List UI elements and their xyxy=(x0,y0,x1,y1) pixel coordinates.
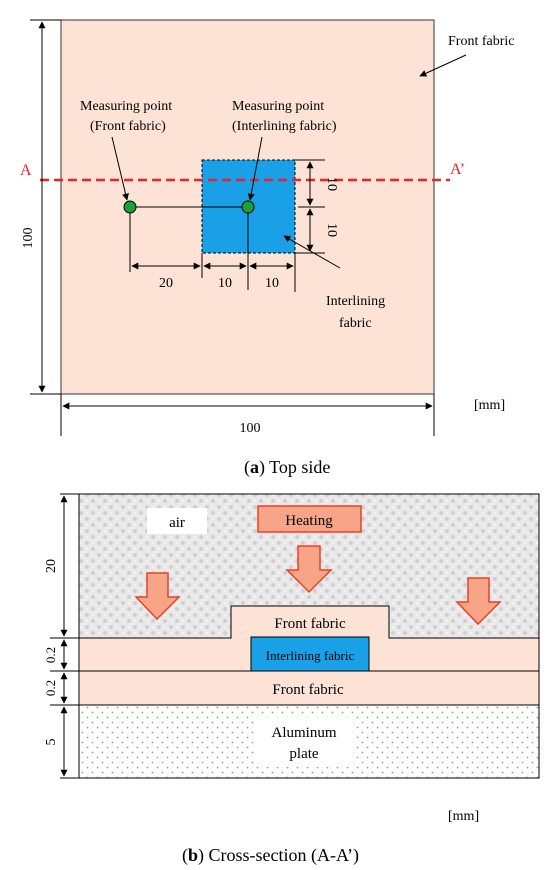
mp-front-label-1: Measuring point xyxy=(80,99,172,114)
measuring-point-interlining xyxy=(241,200,255,214)
front-fabric-lower-label: Front fabric xyxy=(272,682,344,698)
aluminum-label-box xyxy=(255,717,353,767)
front-fabric-upper-label: Front fabric xyxy=(274,616,346,632)
caption-b: (b) Cross-section (A-A’) xyxy=(182,845,359,866)
mp-inter-pointer xyxy=(247,136,263,201)
interlining-pointer xyxy=(283,235,341,269)
dim-10-lower-label: 10 xyxy=(324,223,339,237)
dim-10-right-label: 10 xyxy=(265,276,279,291)
front-fabric-lower-layer xyxy=(78,670,540,706)
mp-inter-label-1: Measuring point xyxy=(232,99,324,114)
heat-arrow-right xyxy=(455,577,502,626)
section-label-a: A xyxy=(20,162,32,179)
interlining-fabric-layer xyxy=(250,636,370,672)
section-label-a-prime: A’ xyxy=(450,161,465,178)
interlining-label-1: Interlining xyxy=(326,294,385,309)
cs-unit-label: [mm] xyxy=(448,809,479,824)
mp-front-label-2: (Front fabric) xyxy=(90,119,166,134)
dim-cs-5-label: 5 xyxy=(44,739,59,746)
dim-20-label: 20 xyxy=(159,276,173,291)
measuring-point-front xyxy=(123,200,137,214)
dim-10-left-label: 10 xyxy=(218,276,232,291)
interlining-label-2: fabric xyxy=(339,316,372,331)
caption-a: (a) Top side xyxy=(244,457,330,478)
aluminum-label-2: plate xyxy=(289,746,318,762)
dim-cs-02-lower-label: 0.2 xyxy=(43,680,58,696)
top-view-panel: A A’ Measuring point (Front fabric) Meas… xyxy=(20,19,514,478)
mp-inter-label-2: (Interlining fabric) xyxy=(232,119,337,134)
dim-height-label: 100 xyxy=(21,228,36,249)
dim-cs-02-upper-label: 0.2 xyxy=(43,647,58,663)
heat-arrow-left xyxy=(134,572,181,621)
heat-arrow-center xyxy=(285,545,333,594)
mp-front-pointer xyxy=(111,136,129,201)
top-unit-label: [mm] xyxy=(474,398,505,413)
front-fabric-label: Front fabric xyxy=(448,34,514,49)
heating-label-box xyxy=(257,505,362,533)
heating-label: Heating xyxy=(285,513,333,529)
interlining-label: Interlining fabric xyxy=(266,648,355,663)
aluminum-label-1: Aluminum xyxy=(271,725,336,741)
air-label-box xyxy=(147,508,207,534)
front-fabric-pointer xyxy=(419,54,467,77)
dim-cs-20-label: 20 xyxy=(44,559,59,573)
cross-section-panel: air Heating Front fabric Interlining fab… xyxy=(43,493,540,866)
air-label: air xyxy=(169,515,185,531)
dim-width-label: 100 xyxy=(240,421,261,436)
dim-10-upper-label: 10 xyxy=(324,177,339,191)
